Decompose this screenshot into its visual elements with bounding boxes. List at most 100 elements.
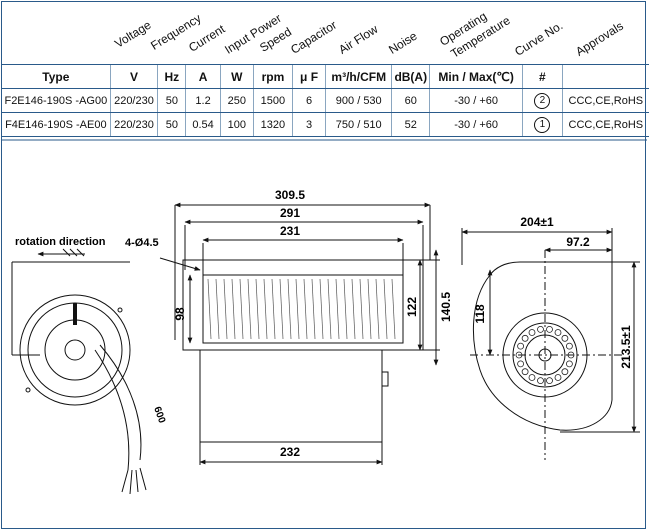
cell-airflow: 750 / 510 <box>325 112 392 137</box>
left-view <box>11 248 147 495</box>
cell-voltage: 220/230 <box>109 112 158 137</box>
dim-204-label: 204±1 <box>520 215 554 229</box>
impeller-blade <box>231 278 236 340</box>
impeller-blade <box>351 278 356 340</box>
mount-hole <box>117 307 123 313</box>
cell-type: F4E146-190S -AE00 <box>2 112 111 137</box>
left-housing-outline <box>11 261 130 356</box>
dim-122-label: 122 <box>405 297 419 317</box>
dim-97-label: 97.2 <box>566 235 590 249</box>
dim-309-label: 309.5 <box>275 188 305 202</box>
impeller-blade <box>263 278 268 340</box>
dim-140-label: 140.5 <box>439 292 453 322</box>
middle-view <box>159 202 440 465</box>
cell-power: 250 <box>219 88 254 113</box>
cell-curve: 1 <box>522 112 563 137</box>
impeller-blade <box>335 278 340 340</box>
cell-speed: 1320 <box>252 112 293 137</box>
cell-curve: 2 <box>522 88 563 113</box>
rotor-slot <box>546 377 553 385</box>
impeller-blade <box>343 278 348 340</box>
unit-type: Type <box>2 64 111 89</box>
rotation-hatch <box>62 248 85 257</box>
unit-approvals <box>561 64 649 89</box>
units-row: Type V Hz A W rpm μ F m³/h/CFM dB(A) Min… <box>2 64 649 89</box>
left-motor <box>44 319 106 381</box>
impeller-blade <box>359 278 364 340</box>
unit-airflow: m³/h/CFM <box>325 64 392 89</box>
rotation-direction-label: rotation direction <box>15 236 106 248</box>
rotor-slot <box>566 360 573 368</box>
rotor-slot <box>554 329 562 336</box>
rotor-slot <box>561 368 569 376</box>
curve-number-badge: 1 <box>534 116 551 133</box>
table-row: F4E146-190S -AE00 220/230 50 0.54 100 13… <box>2 112 649 137</box>
impeller-blade <box>279 278 284 340</box>
cell-current: 1.2 <box>185 88 221 113</box>
dim-118-label: 118 <box>473 304 487 324</box>
unit-noise: dB(A) <box>391 64 430 89</box>
rotor-slots <box>515 325 575 385</box>
cable <box>94 344 142 471</box>
spec-table: Type V Hz A W rpm μ F m³/h/CFM dB(A) Min… <box>2 64 649 137</box>
rotor-slot <box>517 342 524 350</box>
left-wheel-outer <box>19 294 131 406</box>
cable-leads <box>121 467 147 495</box>
impeller-blade <box>239 278 244 340</box>
impeller-blade <box>327 278 332 340</box>
outlet <box>202 274 404 344</box>
cell-frequency: 50 <box>157 112 186 137</box>
impeller-blade <box>303 278 308 340</box>
impeller-blade <box>311 278 316 340</box>
impeller-blade <box>255 278 260 340</box>
unit-voltage: V <box>109 64 158 89</box>
left-hub <box>64 339 86 361</box>
cell-temperature: -30 / +60 <box>429 112 523 137</box>
cell-noise: 52 <box>391 112 430 137</box>
unit-capacitor: μ F <box>291 64 326 89</box>
impeller-blade <box>391 278 396 340</box>
unit-temperature: Min / Max(℃) <box>429 64 523 89</box>
cell-voltage: 220/230 <box>109 88 158 113</box>
rotor-slot <box>521 334 529 342</box>
holes-leader <box>159 257 201 271</box>
rotor-slot <box>515 351 523 359</box>
cell-capacitor: 3 <box>291 112 326 137</box>
right-housing <box>473 261 613 431</box>
dim-98-label: 98 <box>173 307 187 321</box>
rotor-slot <box>567 351 575 359</box>
impeller-blade <box>383 278 388 340</box>
impeller-blade <box>247 278 252 340</box>
dim-231-label: 231 <box>280 224 300 238</box>
unit-current: A <box>185 64 221 89</box>
right-view <box>461 228 640 460</box>
dim-291-label: 291 <box>280 206 300 220</box>
impeller-blade <box>367 278 372 340</box>
cable-length-label: 600 <box>151 405 167 425</box>
dim-213-label: 213.5±1 <box>619 325 633 369</box>
cell-type: F2E146-190S -AG00 <box>2 88 111 113</box>
rotor-slot <box>528 329 536 336</box>
dim-232-label: 232 <box>280 445 300 459</box>
impeller-blade <box>287 278 292 340</box>
unit-frequency: Hz <box>157 64 186 89</box>
cell-current: 0.54 <box>185 112 221 137</box>
holes-label: 4-Ø4.5 <box>125 237 159 249</box>
rotor-slot <box>546 325 553 333</box>
unit-curve: # <box>522 64 563 89</box>
rotor-slot <box>537 377 544 385</box>
cell-approvals: CCC,CE,RoHS <box>561 112 649 137</box>
rotor-slot <box>554 374 562 381</box>
impeller-blade <box>207 278 212 340</box>
impeller-blade <box>215 278 220 340</box>
cell-power: 100 <box>219 112 254 137</box>
impeller-blade <box>319 278 324 340</box>
rotor-slot <box>566 342 573 350</box>
cell-frequency: 50 <box>157 88 186 113</box>
impeller-blade <box>375 278 380 340</box>
capacitor-box <box>381 371 389 387</box>
housing-body <box>199 349 383 443</box>
mount-hole <box>25 387 31 393</box>
